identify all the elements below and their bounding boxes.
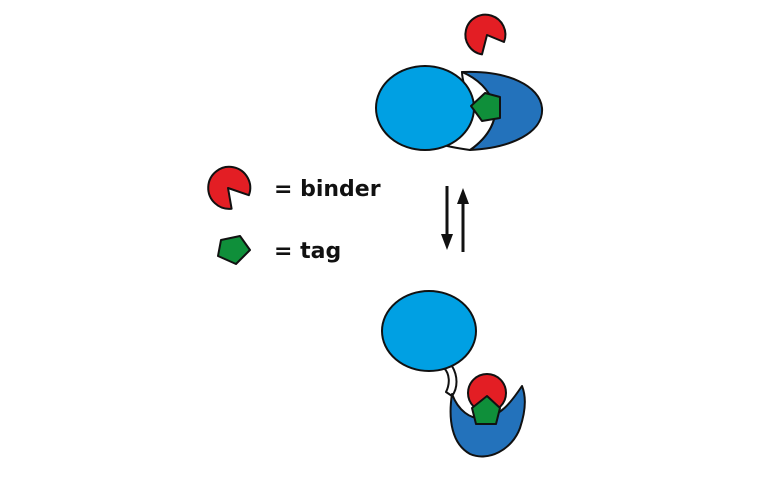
legend-tag-icon	[217, 235, 251, 265]
legend-binder-icon	[207, 165, 252, 210]
legend: = binder = tag	[207, 165, 381, 265]
bound-state-tag-icon	[471, 395, 501, 425]
bound-state-light-domain	[381, 290, 477, 372]
open-state	[375, 13, 544, 151]
open-state-light-domain	[375, 65, 475, 151]
legend-tag-label: = tag	[274, 239, 341, 264]
equilibrium-arrows-icon	[441, 186, 469, 252]
bound-state-linker	[443, 365, 458, 397]
bound-state	[381, 290, 526, 458]
open-state-tag-icon	[470, 92, 501, 122]
legend-binder-label: = binder	[274, 177, 381, 202]
free-binder-icon	[464, 13, 507, 56]
